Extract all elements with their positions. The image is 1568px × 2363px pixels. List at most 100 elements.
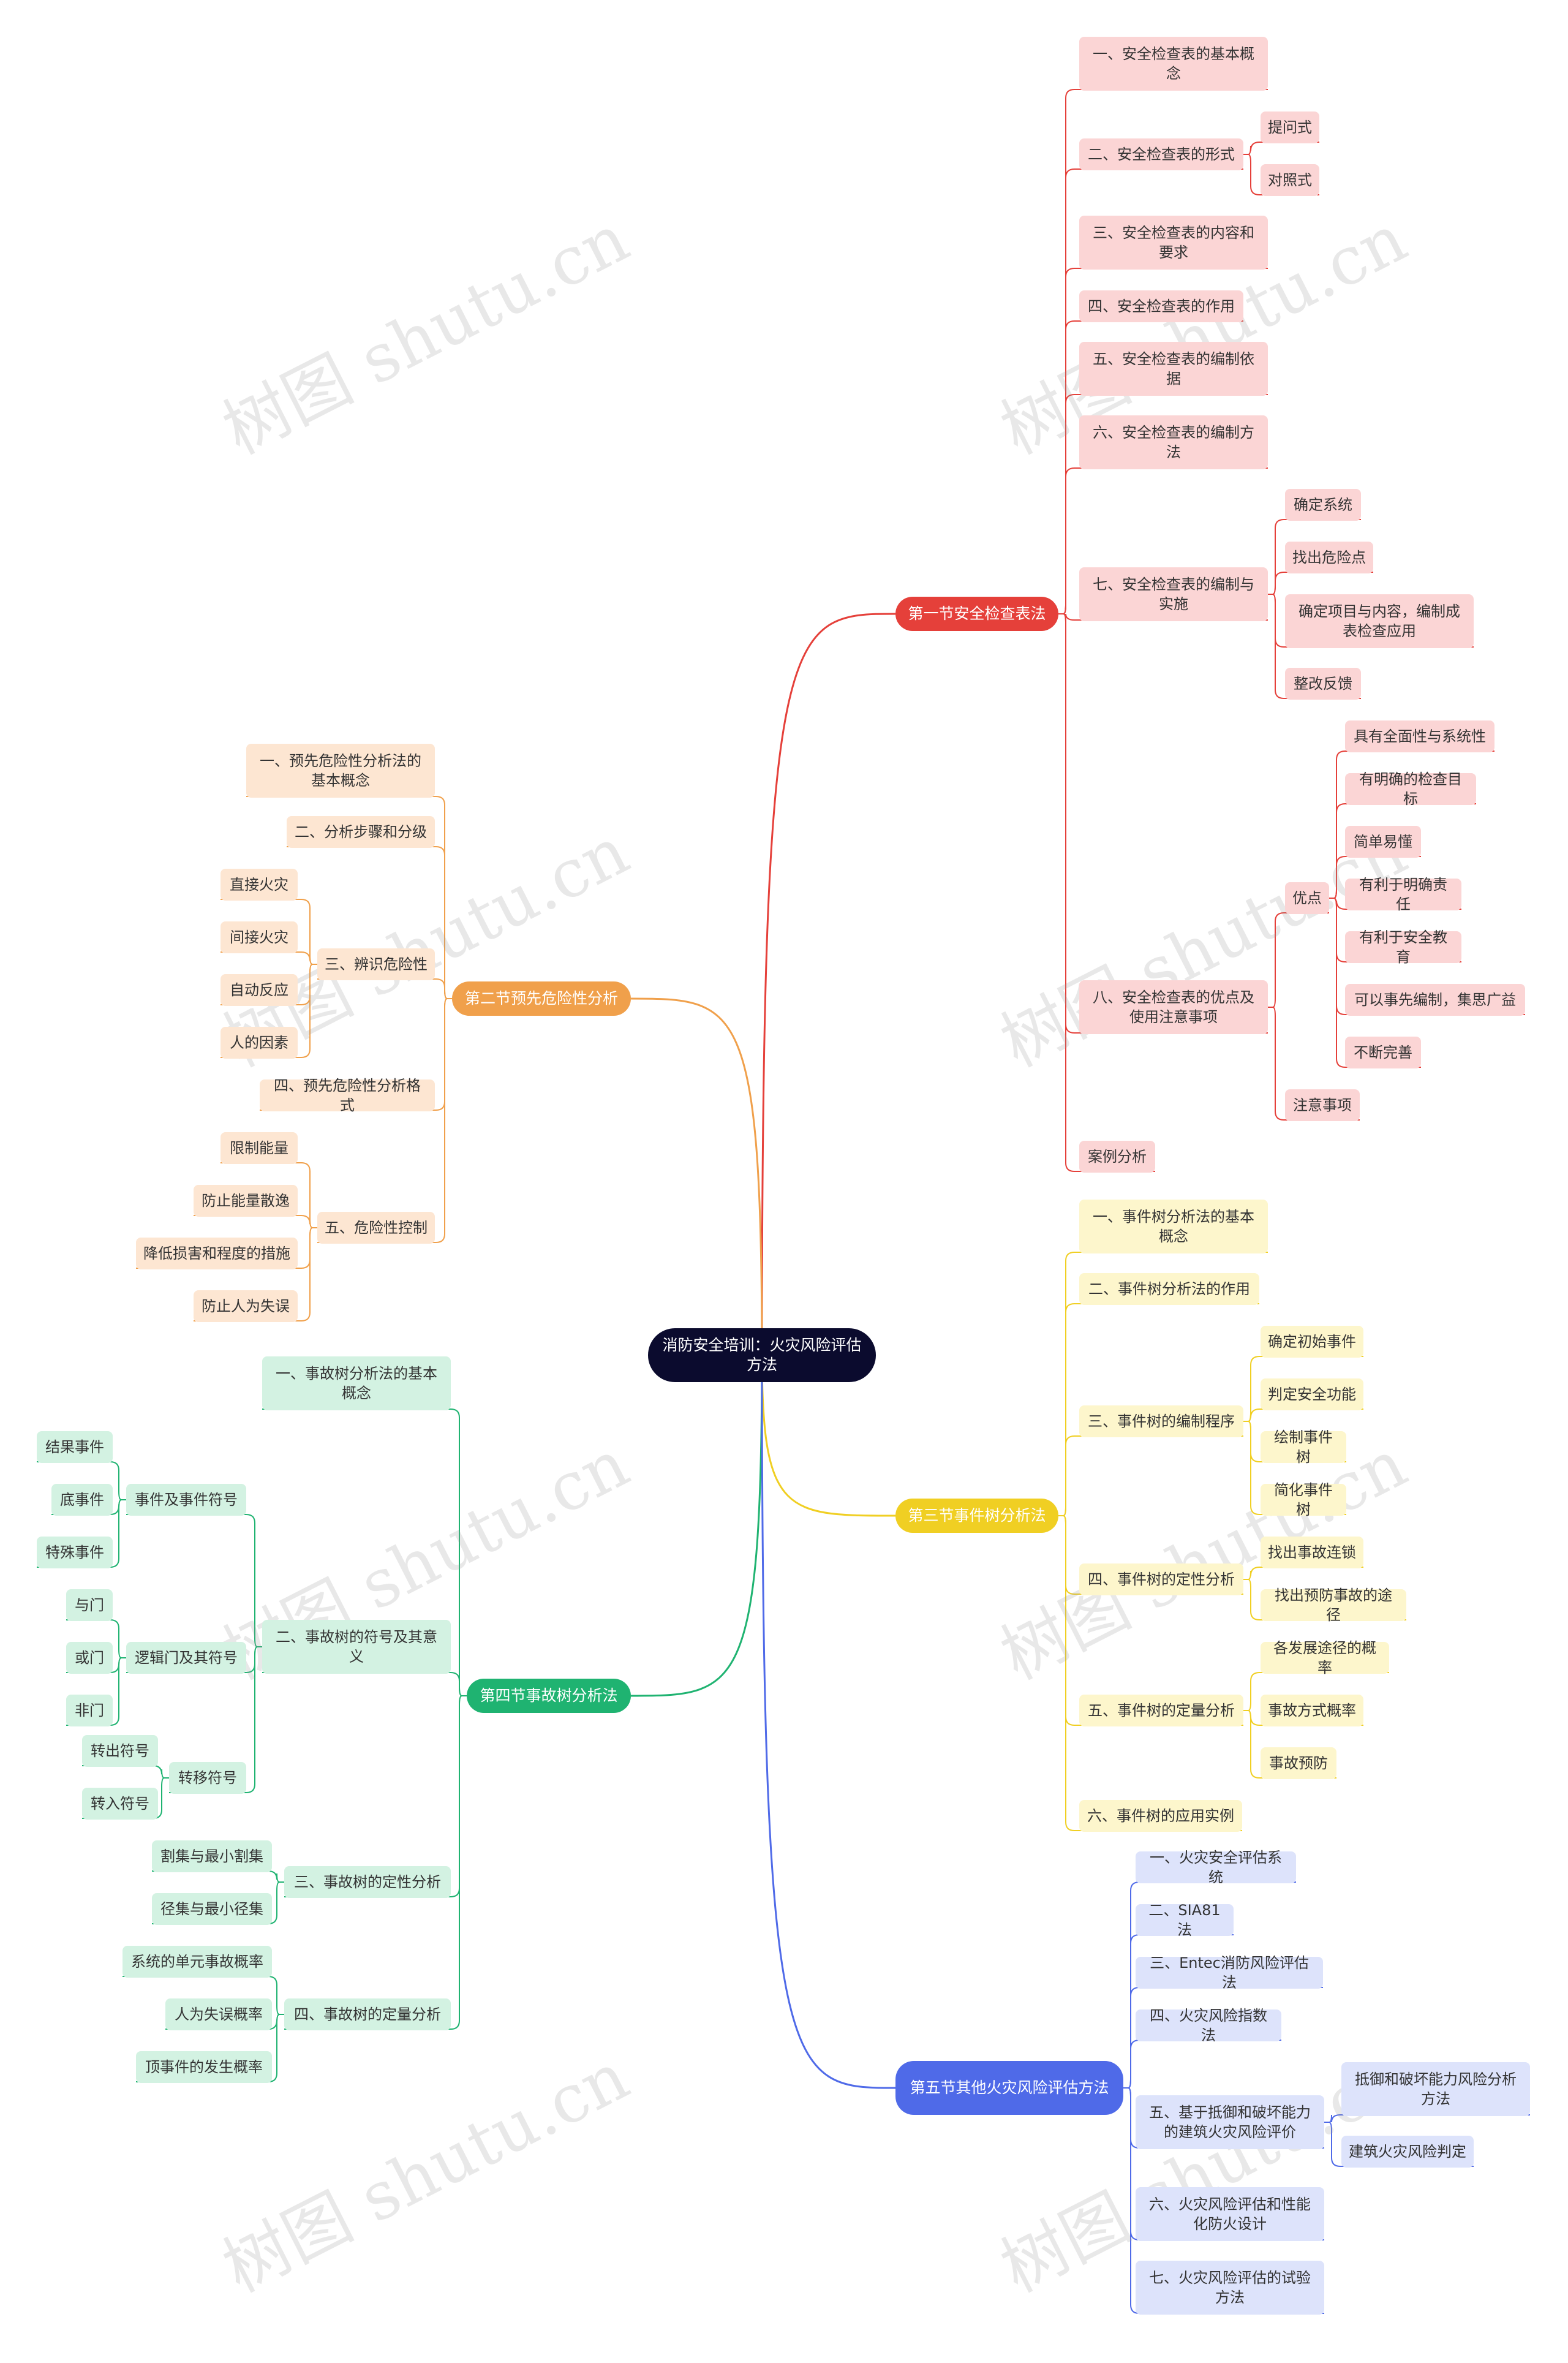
s1-leaf-define-system[interactable]: 确定系统	[1285, 489, 1361, 521]
s4-leaf-transfer-out[interactable]: 转出符号	[82, 1735, 158, 1767]
s2-leaf-prevent-human-error[interactable]: 防止人为失误	[194, 1290, 298, 1322]
s1-leaf-define-items[interactable]: 确定项目与内容，编制成表检查应用	[1285, 594, 1474, 648]
s4-leaf-and-gate[interactable]: 与门	[66, 1589, 113, 1621]
s1-leaf-easy[interactable]: 简单易懂	[1345, 826, 1421, 858]
s4-leaf-or-gate[interactable]: 或门	[66, 1642, 113, 1674]
s4-leaf-human-error-probability[interactable]: 人为失误概率	[165, 1998, 272, 2030]
s4-leaf-base-event[interactable]: 底事件	[51, 1484, 113, 1516]
section-2-node[interactable]: 第二节预先危险性分析	[452, 981, 631, 1016]
s5-leaf-capacity-analysis[interactable]: 抵御和破坏能力风险分析方法	[1341, 2062, 1530, 2116]
s5-topic-resist-damage[interactable]: 五、基于抵御和破坏能力的建筑火灾风险评价	[1136, 2095, 1324, 2149]
s1-topic-content-requirements[interactable]: 三、安全检查表的内容和要求	[1079, 216, 1268, 270]
connector-line	[1058, 467, 1268, 614]
s3-leaf-prevention-paths[interactable]: 找出预防事故的途径	[1261, 1587, 1406, 1624]
s3-topic-qualitative[interactable]: 四、事件树的定性分析	[1079, 1563, 1243, 1595]
s3-leaf-accident-prevention[interactable]: 事故预防	[1261, 1747, 1336, 1779]
s4-sub-transfer-symbols[interactable]: 转移符号	[169, 1762, 246, 1794]
connector-line	[317, 998, 452, 1243]
s4-leaf-special-event[interactable]: 特殊事件	[37, 1537, 113, 1568]
s5-topic-test-methods[interactable]: 七、火灾风险评估的试验方法	[1136, 2261, 1324, 2315]
s1-topic-basic-concept[interactable]: 一、安全检查表的基本概念	[1079, 37, 1268, 91]
connector-line	[1243, 1421, 1346, 1515]
s4-sub-logic-gates[interactable]: 逻辑门及其符号	[126, 1642, 246, 1674]
s1-leaf-education[interactable]: 有利于安全教育	[1345, 929, 1461, 966]
s1-sub-notes[interactable]: 注意事项	[1285, 1089, 1360, 1121]
s4-topic-quantitative[interactable]: 四、事故树的定量分析	[284, 1998, 451, 2030]
s1-topic-compile-implement[interactable]: 七、安全检查表的编制与实施	[1079, 567, 1268, 621]
s2-topic-identify-hazards[interactable]: 三、辨识危险性	[317, 948, 435, 980]
s2-topic-hazard-control[interactable]: 五、危险性控制	[317, 1212, 435, 1244]
s2-leaf-limit-energy[interactable]: 限制能量	[221, 1132, 298, 1164]
s2-leaf-direct-fire[interactable]: 直接火灾	[221, 869, 298, 901]
s1-leaf-comparison-form[interactable]: 对照式	[1261, 164, 1319, 196]
s3-topic-quantitative[interactable]: 五、事件树的定量分析	[1079, 1695, 1243, 1726]
s3-topic-function[interactable]: 二、事件树分析法的作用	[1079, 1273, 1259, 1305]
connector-line	[66, 1619, 126, 1658]
s1-leaf-find-hazards[interactable]: 找出危险点	[1285, 542, 1373, 573]
s4-leaf-cut-sets[interactable]: 割集与最小割集	[152, 1840, 272, 1872]
s1-leaf-responsibility[interactable]: 有利于明确责任	[1345, 876, 1461, 913]
root-topic[interactable]: 消防安全培训：火灾风险评估方法	[648, 1328, 876, 1382]
s3-leaf-accident-mode-probability[interactable]: 事故方式概率	[1261, 1695, 1363, 1726]
s1-topic-case-study[interactable]: 案例分析	[1079, 1141, 1155, 1173]
connector-line	[761, 613, 896, 1356]
s5-topic-fire-safety-system[interactable]: 一、火灾安全评估系统	[1136, 1849, 1296, 1886]
s4-topic-basic-concept[interactable]: 一、事故树分析法的基本概念	[262, 1356, 451, 1410]
section-3-node[interactable]: 第三节事件树分析法	[895, 1499, 1058, 1533]
connector-line	[1058, 1435, 1243, 1516]
s2-leaf-indirect-fire[interactable]: 间接火灾	[221, 921, 298, 953]
connector-line	[284, 1695, 467, 2030]
s2-topic-steps-grading[interactable]: 二、分析步骤和分级	[287, 816, 435, 848]
s1-topic-compile-basis[interactable]: 五、安全检查表的编制依据	[1079, 342, 1268, 396]
s3-leaf-path-probability[interactable]: 各发展途径的概率	[1261, 1639, 1389, 1676]
s1-topic-advantages-notes[interactable]: 八、安全检查表的优点及使用注意事项	[1079, 980, 1268, 1034]
s2-leaf-auto-reaction[interactable]: 自动反应	[221, 974, 298, 1006]
s2-topic-basic-concept[interactable]: 一、预先危险性分析法的基本概念	[246, 744, 435, 798]
s3-leaf-initial-event[interactable]: 确定初始事件	[1261, 1326, 1363, 1358]
s4-leaf-result-event[interactable]: 结果事件	[37, 1431, 113, 1463]
s1-topic-forms[interactable]: 二、安全检查表的形式	[1079, 138, 1243, 170]
s1-leaf-rectify-feedback[interactable]: 整改反馈	[1285, 668, 1361, 700]
s1-topic-compile-method[interactable]: 六、安全检查表的编制方法	[1079, 415, 1268, 469]
s3-leaf-draw-tree[interactable]: 绘制事件树	[1261, 1429, 1346, 1465]
s3-topic-basic-concept[interactable]: 一、事件树分析法的基本概念	[1079, 1200, 1268, 1253]
s2-leaf-reduce-damage[interactable]: 降低损害和程度的措施	[136, 1238, 298, 1269]
s4-leaf-path-sets[interactable]: 径集与最小径集	[152, 1893, 272, 1925]
s1-leaf-clear-target[interactable]: 有明确的检查目标	[1345, 771, 1476, 807]
connector-line	[1243, 1710, 1336, 1779]
connector-line	[1243, 1567, 1363, 1580]
s5-topic-sia81[interactable]: 二、SIA81法	[1136, 1902, 1234, 1938]
s4-leaf-not-gate[interactable]: 非门	[66, 1695, 113, 1726]
s3-topic-compile-procedure[interactable]: 三、事件树的编制程序	[1079, 1405, 1243, 1437]
s2-leaf-human-factor[interactable]: 人的因素	[221, 1027, 298, 1059]
s4-leaf-unit-probability[interactable]: 系统的单元事故概率	[123, 1946, 272, 1978]
section-4-node[interactable]: 第四节事故树分析法	[467, 1679, 631, 1713]
s1-topic-function[interactable]: 四、安全检查表的作用	[1079, 290, 1243, 322]
s1-leaf-precompile[interactable]: 可以事先编制，集思广益	[1345, 984, 1525, 1016]
connector-line	[136, 2014, 284, 2082]
s2-leaf-prevent-energy-escape[interactable]: 防止能量散逸	[194, 1185, 298, 1217]
section-1-node[interactable]: 第一节安全检查表法	[895, 597, 1058, 631]
s5-topic-entec[interactable]: 三、Entec消防风险评估法	[1136, 1954, 1323, 1991]
connector-line	[1243, 1672, 1389, 1711]
connector-line	[1329, 898, 1421, 1068]
s3-leaf-accident-chain[interactable]: 找出事故连锁	[1261, 1537, 1363, 1568]
connector-line	[1243, 1408, 1363, 1422]
s5-topic-performance-design[interactable]: 六、火灾风险评估和性能化防火设计	[1136, 2187, 1324, 2241]
s4-leaf-transfer-in[interactable]: 转入符号	[82, 1788, 158, 1820]
s3-leaf-safety-function[interactable]: 判定安全功能	[1261, 1378, 1363, 1410]
s4-sub-event-symbols[interactable]: 事件及事件符号	[126, 1484, 246, 1516]
s4-topic-qualitative[interactable]: 三、事故树的定性分析	[284, 1866, 451, 1898]
s3-topic-application-example[interactable]: 六、事件树的应用实例	[1079, 1800, 1242, 1832]
s5-topic-risk-index[interactable]: 四、火灾风险指数法	[1136, 2007, 1281, 2044]
s4-leaf-top-event-probability[interactable]: 顶事件的发生概率	[136, 2051, 272, 2083]
s1-sub-advantages[interactable]: 优点	[1285, 882, 1329, 914]
s2-topic-analysis-format[interactable]: 四、预先危险性分析格式	[260, 1077, 435, 1114]
s1-leaf-question-form[interactable]: 提问式	[1261, 112, 1319, 143]
s1-leaf-comprehensive[interactable]: 具有全面性与系统性	[1345, 720, 1494, 752]
section-5-node[interactable]: 第五节其他火灾风险评估方法	[895, 2061, 1123, 2115]
s1-leaf-improve[interactable]: 不断完善	[1345, 1037, 1421, 1068]
s5-leaf-risk-determination[interactable]: 建筑火灾风险判定	[1341, 2136, 1474, 2168]
s3-leaf-simplify-tree[interactable]: 简化事件树	[1261, 1481, 1346, 1518]
s4-topic-symbols[interactable]: 二、事故树的符号及其意义	[262, 1620, 451, 1674]
